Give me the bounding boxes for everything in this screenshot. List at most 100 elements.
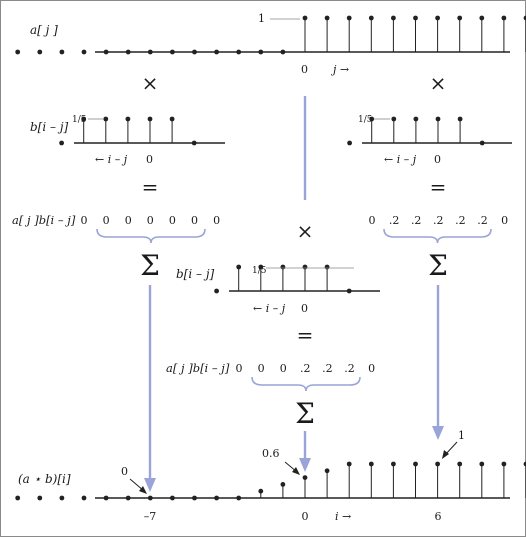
point-bl [81,116,87,122]
point-conv [479,461,485,467]
plot-bc [214,264,380,294]
point-a [523,15,526,21]
point-conv [147,495,153,501]
point-conv [192,495,197,501]
brace-right [383,228,492,244]
b-right-zero-tick: 0 [434,153,441,166]
plot-bl [59,116,225,146]
b-right-axis-label: ← i – j [384,153,417,166]
product-value: 0 [369,214,376,227]
product-value: 0 [213,214,220,227]
product-value: .2 [344,362,355,375]
label-a-j: a[ j ] [30,23,58,37]
point-a [170,49,175,55]
plot-br [347,116,512,146]
point-bc [214,288,220,294]
sum-right: Σ [428,249,448,282]
point-a [15,49,21,55]
point-a [479,15,485,21]
point-bc [280,264,286,270]
point-a [125,49,131,55]
point-a [413,15,418,21]
a-one-label: 1 [258,12,265,25]
product-value: 0 [103,214,110,227]
plot-conv [15,461,526,501]
point-conv [391,461,396,467]
equals-left: = [142,175,159,199]
b-left-axis-label: ← i – j [95,153,128,166]
point-conv [368,461,374,467]
point-a [192,49,197,55]
equals-right: = [430,175,447,199]
point-br [369,116,375,122]
product-value: 0 [280,362,287,375]
sum-braces [96,228,492,392]
point-a [324,15,330,21]
equals-center: = [297,323,314,347]
point-conv [346,461,352,467]
pointer-zero-label: 0 [121,465,128,478]
point-a [435,15,440,21]
product-value: 0 [125,214,132,227]
product-value: .2 [477,214,488,227]
point-conv [280,482,286,487]
label-product-left: a[ j ]b[i – j] [12,213,76,227]
point-a [147,49,153,55]
a-j-axis-label: j → [330,63,349,76]
b-center-axis-label: ← i – j [253,302,286,315]
point-conv [501,461,507,467]
point-a [37,49,43,55]
a-zero-tick: 0 [301,63,308,76]
point-conv [302,475,308,480]
product-value: 0 [236,362,243,375]
point-a [302,15,308,21]
point-a [214,49,220,55]
point-conv [59,495,65,501]
point-a [103,49,109,55]
flow-arrows [144,96,444,492]
product-value: .2 [322,362,333,375]
point-conv [37,495,43,501]
point-a [391,15,396,21]
label-product-center: a[ j ]b[i – j] [166,361,230,375]
pointer-point-six-head [292,467,300,475]
point-br [479,140,485,146]
product-value: 0 [368,362,375,375]
point-a [236,49,242,55]
b-center-zero-tick: 0 [301,302,308,315]
times-right: × [430,71,447,95]
point-bl [191,140,197,146]
point-a [81,49,87,55]
label-convolution: (a ⋆ b)[i] [18,472,71,486]
point-a [346,15,352,21]
point-bc [236,264,242,270]
point-a [457,15,463,21]
point-conv [324,468,330,474]
b-left-zero-tick: 0 [146,153,153,166]
point-conv [236,495,242,501]
point-conv [214,495,220,501]
b-right-fifth-label: 1/5 [358,115,373,125]
point-bc [302,264,308,270]
flow-left-head [144,478,156,492]
product-value: 0 [169,214,176,227]
point-bl [169,116,175,122]
point-a [280,49,286,55]
b-left-fifth-label: 1/5 [72,115,87,125]
product-value: 0 [258,362,265,375]
product-value: 0 [147,214,154,227]
point-bl [125,116,131,122]
brace-left [96,228,206,244]
sum-center: Σ [295,397,315,430]
plot-a [15,15,526,55]
point-conv [125,495,131,501]
conv-i-axis-label: i → [335,510,351,523]
times-left: × [142,71,159,95]
brace-center [251,376,361,392]
pointer-one-label: 1 [458,429,465,442]
